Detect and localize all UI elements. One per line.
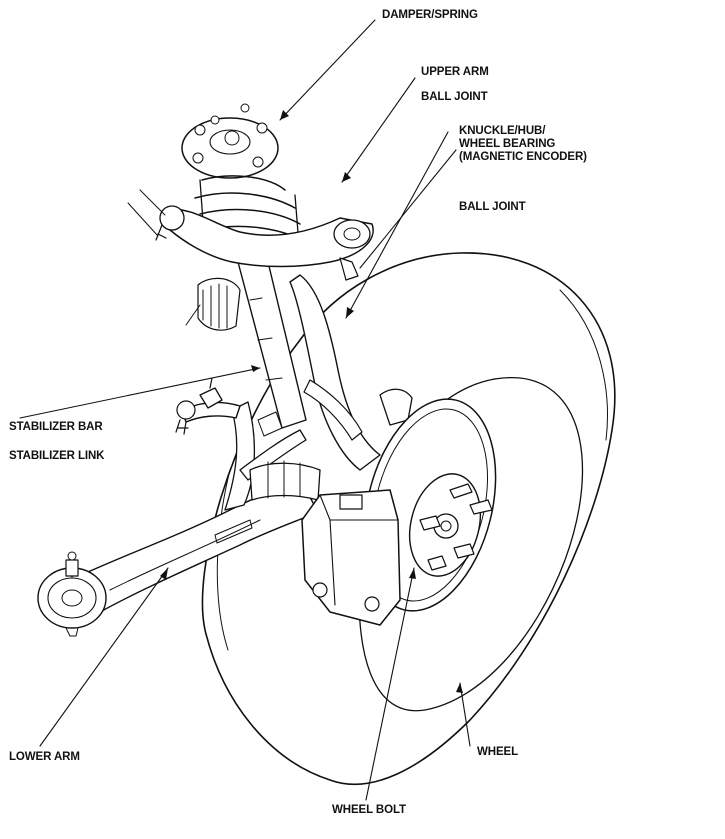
- label-stabilizer-bar: STABILIZER BAR: [9, 421, 103, 433]
- label-knuckle-line2: WHEEL BEARING: [459, 138, 556, 150]
- knuckle-drawing: [289, 274, 413, 471]
- label-ball-joint-upper: BALL JOINT: [421, 91, 488, 103]
- caliper-drawing: [301, 489, 401, 626]
- driveshaft-drawing: [249, 460, 321, 501]
- label-knuckle-line1: KNUCKLE/HUB/: [459, 125, 546, 137]
- label-wheel: WHEEL: [477, 746, 519, 758]
- leader-lines: [19, 19, 471, 801]
- label-wheel-bolt: WHEEL BOLT: [332, 804, 406, 816]
- label-lower-arm: LOWER ARM: [9, 751, 80, 763]
- label-ball-joint-lower: BALL JOINT: [459, 201, 526, 213]
- label-damper-spring: DAMPER/SPRING: [382, 9, 478, 21]
- label-knuckle-line3: (MAGNETIC ENCODER): [459, 151, 587, 163]
- label-stabilizer-link: STABILIZER LINK: [9, 450, 105, 462]
- label-upper-arm: UPPER ARM: [421, 66, 489, 78]
- upper-arm-drawing: [155, 205, 374, 281]
- lower-arm-drawing: [37, 401, 319, 637]
